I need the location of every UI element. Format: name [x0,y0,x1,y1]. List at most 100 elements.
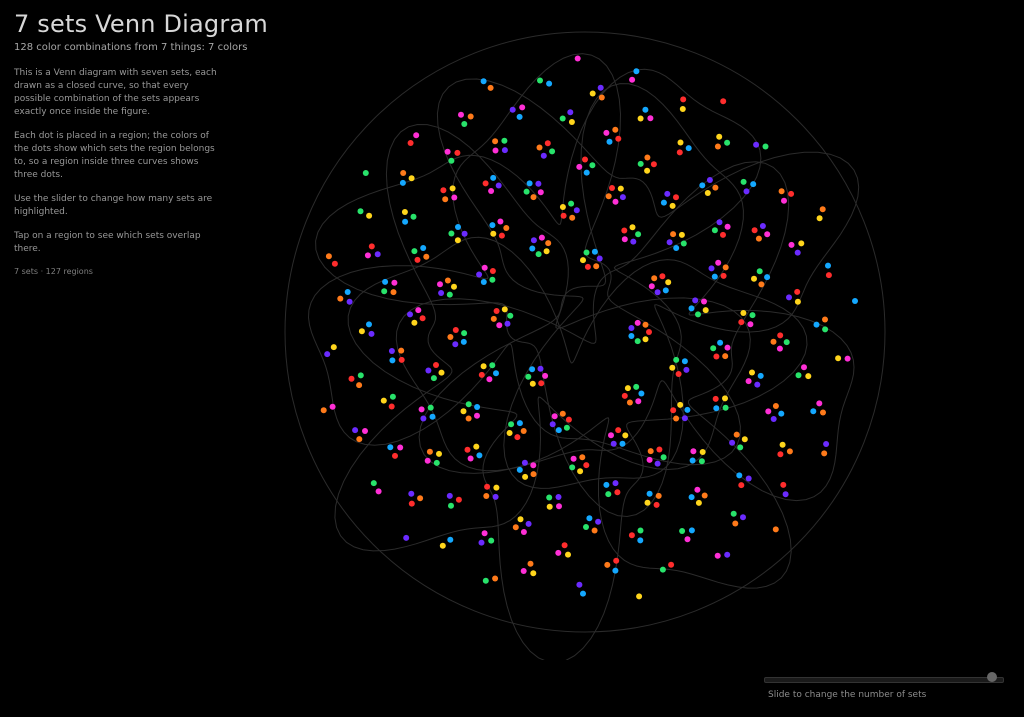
region-cluster[interactable] [325,253,338,267]
region-cluster[interactable] [636,593,643,600]
region-cluster[interactable] [751,268,771,288]
region-cluster[interactable] [720,98,727,105]
region-cluster[interactable] [448,224,468,244]
region-cluster[interactable] [708,259,729,280]
region-cluster[interactable] [555,542,571,558]
region-cluster[interactable] [439,536,454,549]
region-cluster[interactable] [418,404,436,422]
region-cluster[interactable] [689,448,706,465]
region-cluster[interactable] [604,557,620,574]
region-cluster[interactable] [699,177,719,196]
region-cluster[interactable] [388,347,405,364]
region-cluster[interactable] [795,364,812,380]
region-cluster[interactable] [583,515,602,534]
region-cluster[interactable] [825,262,832,279]
region-cluster[interactable] [738,310,756,328]
region-cluster[interactable] [580,248,603,270]
region-cluster[interactable] [424,448,442,466]
region-cluster[interactable] [772,526,779,533]
venn-diagram[interactable] [260,20,910,660]
region-cluster[interactable] [348,372,364,389]
region-cluster[interactable] [589,84,605,101]
region-cluster[interactable] [669,356,690,377]
region-cluster[interactable] [407,307,426,326]
region-cluster[interactable] [358,321,375,337]
set-slider[interactable] [764,671,1006,687]
region-cluster[interactable] [637,106,654,122]
region-cluster[interactable] [679,96,687,112]
region-cluster[interactable] [730,510,746,527]
region-cluster[interactable] [751,223,771,242]
region-cluster[interactable] [536,140,556,159]
region-cluster[interactable] [408,490,424,507]
region-cluster[interactable] [608,427,629,447]
region-cluster[interactable] [628,527,644,544]
region-cluster[interactable] [576,156,596,176]
region-cluster[interactable] [666,231,687,251]
region-cluster[interactable] [778,188,795,204]
region-cluster[interactable] [476,264,496,285]
region-cluster[interactable] [676,139,692,156]
region-cluster[interactable] [407,132,420,146]
region-cluster[interactable] [714,133,731,150]
region-cluster[interactable] [381,278,398,296]
region-cluster[interactable] [712,395,729,412]
region-cluster[interactable] [529,234,552,258]
region-cluster[interactable] [464,443,483,462]
region-cluster[interactable] [753,141,769,150]
region-cluster[interactable] [603,480,621,498]
region-cluster[interactable] [352,427,368,443]
region-cluster[interactable] [458,111,474,127]
region-cluster[interactable] [370,480,382,495]
slider-track[interactable] [764,677,1004,683]
region-cluster[interactable] [483,483,500,500]
region-cluster[interactable] [401,209,417,225]
region-cluster[interactable] [621,383,645,406]
region-cluster[interactable] [512,516,532,535]
region-cluster[interactable] [478,362,499,383]
region-cluster[interactable] [559,200,580,221]
region-cluster[interactable] [576,581,586,597]
region-cluster[interactable] [670,401,691,422]
region-cluster[interactable] [559,109,575,125]
region-cluster[interactable] [660,190,679,209]
region-cluster[interactable] [440,185,458,203]
region-cluster[interactable] [603,126,622,145]
region-cluster[interactable] [489,218,510,239]
region-cluster[interactable] [813,316,829,333]
region-cluster[interactable] [411,245,430,263]
region-cluster[interactable] [765,403,785,422]
region-cluster[interactable] [509,104,526,120]
region-cluster[interactable] [490,306,514,329]
region-cluster[interactable] [574,55,581,62]
region-cluster[interactable] [740,178,757,195]
region-cluster[interactable] [478,530,495,546]
region-cluster[interactable] [788,240,805,256]
region-cluster[interactable] [492,137,508,154]
region-cluster[interactable] [646,446,667,467]
region-cluster[interactable] [688,486,708,506]
region-cluster[interactable] [659,561,675,573]
region-cluster[interactable] [816,206,826,222]
region-cluster[interactable] [357,208,373,219]
region-cluster[interactable] [628,319,652,345]
region-cluster[interactable] [506,420,527,441]
region-cluster[interactable] [320,403,336,414]
region-cluster[interactable] [387,444,404,459]
region-cluster[interactable] [780,481,789,498]
region-cluster[interactable] [629,68,640,83]
region-cluster[interactable] [549,410,572,434]
region-cluster[interactable] [736,472,752,489]
region-cluster[interactable] [482,174,502,194]
slider-thumb[interactable] [987,672,997,682]
region-cluster[interactable] [569,454,590,475]
region-cluster[interactable] [362,170,369,176]
dot-layer[interactable] [320,55,858,600]
region-cluster[interactable] [437,277,457,298]
region-cluster[interactable] [447,327,468,348]
region-cluster[interactable] [714,551,731,559]
region-cluster[interactable] [380,393,396,410]
region-cluster[interactable] [644,490,662,508]
region-cluster[interactable] [523,180,544,201]
region-cluster[interactable] [425,362,445,382]
